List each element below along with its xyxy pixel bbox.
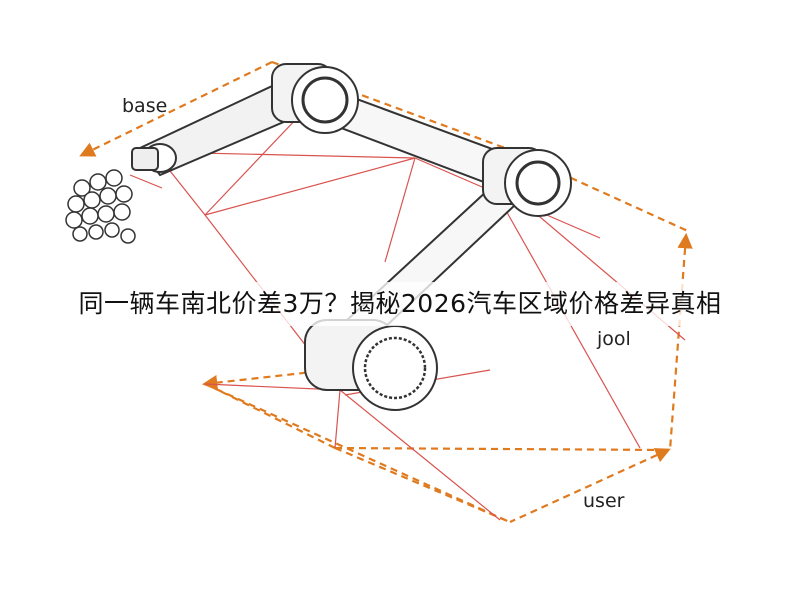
user-frame-axis	[201, 368, 331, 391]
tool-frame-vertical	[668, 232, 693, 451]
floor-frame-right	[509, 448, 671, 524]
tool-label: jool	[597, 328, 631, 350]
headline-banner	[0, 282, 800, 326]
tool-frame-edge	[504, 146, 691, 234]
gripper	[65, 169, 136, 244]
headline-text: 同一辆车南北价差3万？揭秘2026汽车区域价格差异真相	[78, 289, 722, 318]
user-frame-diagonal	[204, 382, 506, 522]
robot-arm	[65, 63, 572, 411]
base-label: base	[122, 95, 168, 117]
coordinate-frames	[79, 60, 693, 524]
floor-frame-back	[334, 446, 669, 452]
user-label: user	[583, 490, 625, 512]
